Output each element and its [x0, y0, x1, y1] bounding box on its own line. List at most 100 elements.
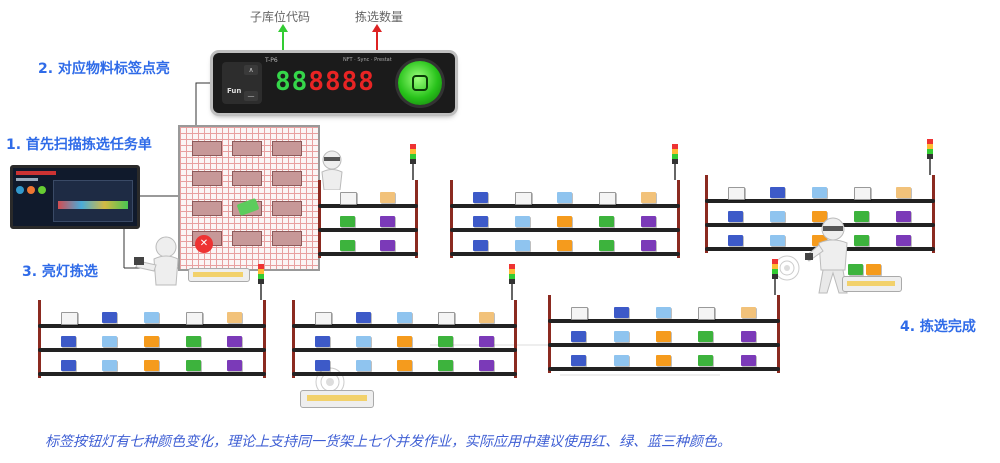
quantity-digits: 8888	[308, 67, 375, 97]
storage-box	[380, 192, 395, 203]
storage-box	[473, 240, 488, 251]
storage-box	[896, 235, 911, 246]
shelf-beam-with-labels	[292, 348, 517, 352]
stack-light-icon	[258, 264, 264, 300]
agv-cart-right	[842, 276, 902, 292]
storage-box	[740, 307, 756, 318]
storage-box	[656, 331, 671, 342]
fn-button[interactable]: Fun	[227, 87, 242, 95]
storage-box	[770, 211, 785, 222]
storage-box	[478, 336, 494, 347]
worker-figure-center	[321, 150, 343, 190]
terminal-dot-blue	[16, 186, 24, 194]
shelf-beam-with-labels	[548, 319, 780, 323]
shelf-beam-with-labels	[705, 199, 935, 203]
shelf-beam-with-labels	[292, 324, 517, 328]
storage-box	[60, 336, 76, 347]
storage-box	[770, 187, 785, 198]
storage-box	[854, 187, 871, 200]
shelf-beam-with-labels	[450, 228, 680, 232]
terminal-dot-orange	[27, 186, 35, 194]
storage-box	[60, 312, 78, 325]
terminal-chart-bar	[58, 201, 128, 209]
stack-light-icon	[927, 139, 933, 175]
shelf-post	[38, 300, 41, 378]
shelf-beam-with-labels	[318, 252, 418, 256]
storage-box	[144, 336, 159, 347]
storage-box	[854, 211, 869, 222]
green-arrow-head	[278, 24, 288, 32]
location-digits: 88	[275, 67, 309, 97]
storage-box	[102, 312, 118, 323]
terminal-dot-green	[38, 186, 46, 194]
storage-box	[227, 336, 243, 347]
shelf-post	[705, 175, 708, 253]
up-button[interactable]: ∧	[244, 65, 258, 75]
shelf-beam-with-labels	[450, 252, 680, 256]
stack-light-icon	[672, 144, 678, 180]
storage-box	[812, 211, 827, 222]
shelf-beam-with-labels	[38, 324, 266, 328]
shelf-post	[318, 180, 321, 258]
storage-box	[854, 235, 869, 246]
storage-box	[227, 312, 243, 323]
storage-box	[473, 216, 488, 227]
shelf-beam-with-labels	[38, 348, 266, 352]
shelf-beam-with-labels	[318, 204, 418, 208]
device-display: 888888	[275, 67, 375, 97]
confirm-button[interactable]	[398, 61, 442, 105]
shelf-beam-with-labels	[450, 204, 680, 208]
storage-box	[515, 240, 530, 251]
storage-box	[355, 312, 371, 323]
storage-box	[728, 211, 743, 222]
device-keypad: ∧ Fun —	[222, 62, 262, 104]
terminal-text-line	[16, 178, 38, 181]
step2-label: 2. 对应物料标签点亮	[38, 61, 170, 77]
sub-location-code-label: 子库位代码	[250, 10, 311, 24]
shelf-beam-with-labels	[705, 223, 935, 227]
task-terminal-screen	[10, 165, 140, 229]
storage-box	[355, 360, 371, 371]
step1-label: 1. 首先扫描拣选任务单	[6, 137, 152, 153]
storage-box	[396, 360, 412, 371]
storage-box	[396, 312, 412, 323]
storage-box	[340, 216, 355, 227]
agv-stripe	[193, 272, 243, 277]
step2-connector	[195, 82, 213, 125]
storage-box	[557, 216, 572, 227]
storage-box	[355, 336, 371, 347]
storage-box	[557, 192, 572, 203]
storage-box	[515, 216, 530, 227]
pick-task-sheet: ✕	[178, 125, 320, 271]
shelf-beam-with-labels	[292, 372, 517, 376]
shelf-beam-with-labels	[38, 372, 266, 376]
agv-stripe	[847, 281, 895, 286]
storage-box	[340, 192, 357, 205]
storage-box	[698, 307, 716, 320]
storage-box	[437, 336, 453, 347]
stack-light-icon	[410, 144, 416, 180]
storage-box	[314, 336, 330, 347]
carried-box-green	[848, 264, 863, 275]
storage-box	[698, 331, 714, 342]
storage-box	[571, 307, 589, 320]
storage-box	[144, 312, 159, 323]
storage-box	[185, 336, 201, 347]
shelf-rack-f	[548, 259, 780, 373]
storage-box	[599, 192, 616, 205]
agv-cart-bottom	[300, 390, 374, 408]
storage-box	[656, 307, 671, 318]
storage-box	[728, 187, 745, 200]
storage-box	[613, 355, 629, 366]
storage-box	[656, 355, 671, 366]
worker-figure-right	[805, 217, 848, 294]
shelf-post	[932, 175, 935, 253]
storage-box	[599, 240, 614, 251]
down-button[interactable]: —	[244, 91, 258, 101]
pick-to-light-device: ∧ Fun — T-P6 NFT · Sync · Prestat 888888	[213, 53, 455, 113]
storage-box	[102, 360, 118, 371]
shelf-beam-with-labels	[318, 228, 418, 232]
worker-figure-left	[134, 236, 179, 286]
shelf-post	[415, 180, 418, 258]
shelf-post	[777, 295, 780, 373]
